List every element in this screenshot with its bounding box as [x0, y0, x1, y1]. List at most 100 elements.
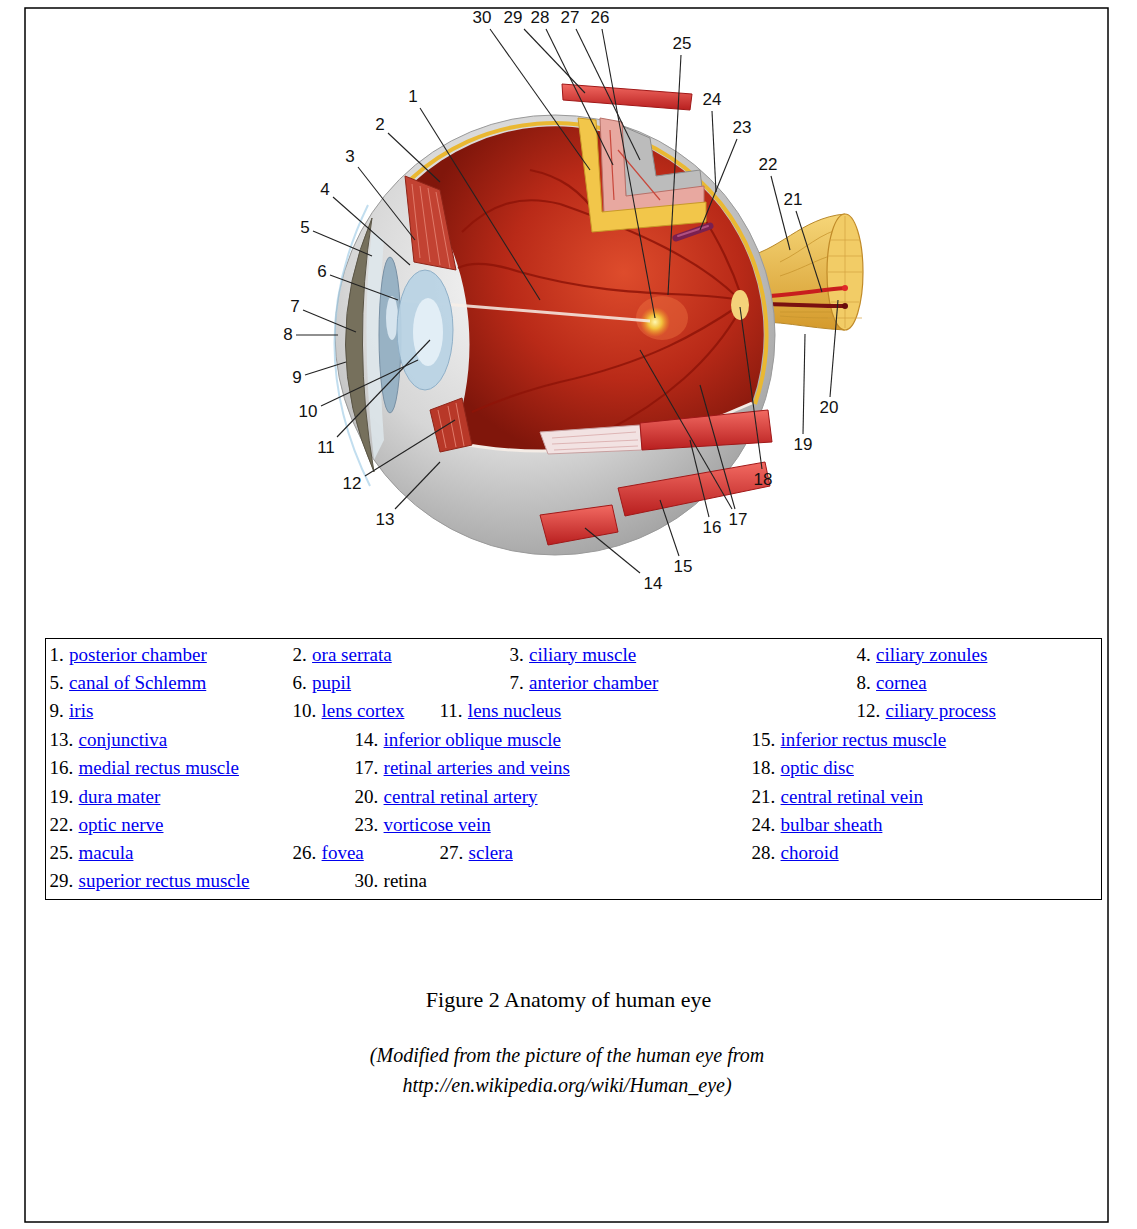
- callout-number: 30: [473, 9, 492, 27]
- leader-line: [700, 139, 737, 230]
- nerve-end-texture: [828, 216, 862, 328]
- artery-end: [842, 285, 848, 291]
- medial-rectus-tendon: [540, 425, 642, 454]
- callout-number: 9: [292, 369, 301, 387]
- entry-number: 20.: [355, 786, 379, 807]
- legend-entry: 22.optic nerve: [50, 814, 164, 836]
- leader-line: [712, 111, 716, 192]
- legend-entry: 3.ciliary muscle: [510, 644, 637, 666]
- entry-name: inferior oblique muscle: [384, 729, 561, 750]
- callout-number: 23: [733, 119, 752, 137]
- callout-number: 28: [531, 9, 550, 27]
- entry-name: optic disc: [781, 757, 854, 778]
- medial-rectus: [640, 410, 772, 450]
- choroid-layer: [600, 118, 704, 214]
- entry-name: inferior rectus muscle: [781, 729, 947, 750]
- entry-name: conjunctiva: [79, 729, 168, 750]
- central-vein: [770, 304, 845, 306]
- inferior-rectus: [618, 462, 770, 516]
- ciliary-process: [430, 398, 472, 452]
- entry-name: lens cortex: [322, 700, 405, 721]
- choroid-vessels: [610, 130, 660, 200]
- entry-name: ciliary zonules: [876, 644, 987, 665]
- entry-name: sclera: [469, 842, 513, 863]
- legend-entry: 24.bulbar sheath: [752, 814, 883, 836]
- leader-line: [546, 29, 613, 165]
- vein-end: [842, 303, 848, 309]
- legend-entry: 19.dura mater: [50, 786, 161, 808]
- callout-number: 25: [673, 35, 692, 53]
- entry-number: 22.: [50, 814, 74, 835]
- callout-number: 6: [317, 263, 326, 281]
- entry-number: 15.: [752, 729, 776, 750]
- callout-number: 24: [703, 91, 722, 109]
- entry-name: cornea: [876, 672, 927, 693]
- leader-line: [365, 420, 455, 476]
- entry-number: 27.: [440, 842, 464, 863]
- legend-entry: 13.conjunctiva: [50, 729, 168, 751]
- entry-number: 30.: [355, 870, 379, 891]
- leader-line: [585, 528, 640, 573]
- optic-disc: [731, 290, 749, 320]
- entry-name: retina: [384, 870, 427, 891]
- callout-number: 7: [290, 298, 299, 316]
- legend-entry: 27.sclera: [440, 842, 513, 864]
- callout-number: 1: [408, 88, 417, 106]
- entry-number: 13.: [50, 729, 74, 750]
- callout-number: 26: [591, 9, 610, 27]
- entry-name: macula: [79, 842, 134, 863]
- pupil: [386, 296, 398, 340]
- legend-entry: 26.fovea: [293, 842, 364, 864]
- entry-number: 5.: [50, 672, 64, 693]
- callout-number: 18: [754, 471, 773, 489]
- entry-name: central retinal vein: [781, 786, 923, 807]
- leader-line: [388, 133, 440, 182]
- entry-number: 10.: [293, 700, 317, 721]
- legend-entry: 30.retina: [355, 870, 427, 892]
- legend-entry: 12.ciliary process: [857, 700, 996, 722]
- leader-line: [395, 462, 440, 509]
- entry-number: 3.: [510, 644, 524, 665]
- entry-number: 19.: [50, 786, 74, 807]
- callout-number: 11: [317, 439, 335, 457]
- entry-name: central retinal artery: [384, 786, 538, 807]
- leader-line: [358, 167, 415, 240]
- lens-nucleus: [413, 298, 443, 366]
- macula: [636, 296, 688, 340]
- entry-name: retinal arteries and veins: [384, 757, 570, 778]
- entry-name: lens nucleus: [468, 700, 561, 721]
- callout-number: 14: [644, 575, 663, 593]
- figure-frame: [25, 8, 1108, 1222]
- entry-number: 7.: [510, 672, 524, 693]
- legend-entry: 6.pupil: [293, 672, 352, 694]
- leader-line: [313, 231, 372, 256]
- callout-number: 4: [320, 181, 329, 199]
- leader-line: [330, 275, 398, 300]
- entry-number: 2.: [293, 644, 307, 665]
- callout-number: 3: [345, 148, 354, 166]
- callout-number: 22: [759, 156, 778, 174]
- entry-number: 23.: [355, 814, 379, 835]
- optic-nerve-end: [827, 214, 863, 330]
- legend-entry: 18.optic disc: [752, 757, 854, 779]
- legend-entry: 1.posterior chamber: [50, 644, 207, 666]
- leader-line: [490, 29, 590, 170]
- leader-line: [576, 29, 640, 160]
- entry-number: 29.: [50, 870, 74, 891]
- entry-name: posterior chamber: [69, 644, 207, 665]
- legend-entry: 28.choroid: [752, 842, 839, 864]
- callout-number: 13: [376, 511, 395, 529]
- entry-name: optic nerve: [79, 814, 164, 835]
- entry-name: superior rectus muscle: [79, 870, 250, 891]
- entry-number: 6.: [293, 672, 307, 693]
- entry-number: 16.: [50, 757, 74, 778]
- callout-number: 17: [729, 511, 748, 529]
- retina-layer: [578, 118, 706, 232]
- callout-number: 8: [283, 326, 292, 344]
- callout-number: 21: [784, 191, 803, 209]
- leader-lines: [296, 29, 838, 573]
- leader-line: [420, 108, 540, 300]
- legend-entry: 7.anterior chamber: [510, 672, 659, 694]
- leader-line: [337, 340, 430, 437]
- lens-cortex: [397, 270, 453, 390]
